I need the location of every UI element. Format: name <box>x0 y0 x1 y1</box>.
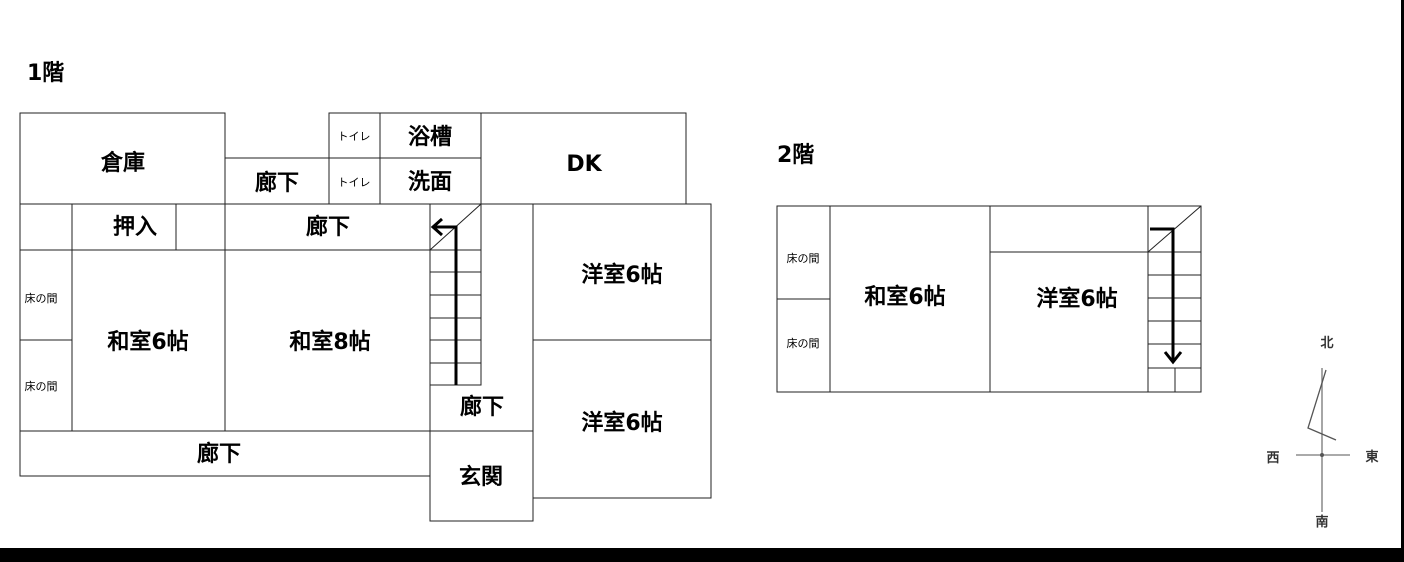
floor2-title: 2階 <box>777 143 814 168</box>
room-entrance <box>429 430 534 522</box>
room-closet-right <box>175 203 226 251</box>
label-toilet-upper: トイレ <box>338 130 371 143</box>
frame-bottom-border <box>0 548 1404 562</box>
room-yoshitsu-lower <box>532 339 712 499</box>
frame-right-border <box>1401 0 1404 562</box>
label-tokonoma-1: 床の間 <box>25 291 58 305</box>
compass-south: 南 <box>1315 514 1328 530</box>
label-bath: 浴槽 <box>408 125 452 150</box>
label-washitsu-8: 和室8帖 <box>289 329 370 355</box>
label-storage: 倉庫 <box>100 150 145 176</box>
label-closet: 押入 <box>113 214 157 240</box>
room-2f-closet <box>989 205 1149 253</box>
label-toilet-lower: トイレ <box>338 176 371 189</box>
label-washitsu-6: 和室6帖 <box>107 329 188 355</box>
compass-east: 東 <box>1365 449 1378 465</box>
compass <box>1296 368 1350 512</box>
stairs-arrow <box>433 225 458 385</box>
label-hall-stairs: 廊下 <box>460 394 504 420</box>
compass-center <box>1320 453 1324 457</box>
compass-needle <box>1307 369 1337 441</box>
staircase-2f <box>1147 205 1202 393</box>
floor1-title: 1階 <box>27 61 64 86</box>
compass-north: 北 <box>1320 336 1333 351</box>
staircase-1f <box>429 203 482 386</box>
compass-west: 西 <box>1266 451 1279 466</box>
label-yoshitsu-lower: 洋室6帖 <box>581 410 662 436</box>
label-tokonoma-2: 床の間 <box>25 379 58 393</box>
label-2f-tokonoma-1: 床の間 <box>787 251 820 265</box>
label-hall-top: 廊下 <box>255 170 299 196</box>
label-yoshitsu-upper: 洋室6帖 <box>581 262 662 288</box>
floor1-plan <box>19 112 712 522</box>
stairs-2f-arrowhead <box>1163 351 1183 365</box>
floor2-plan <box>776 205 1202 393</box>
label-washroom: 洗面 <box>408 170 452 195</box>
room-closet-left <box>19 203 73 251</box>
label-hall-bottom: 廊下 <box>197 441 241 467</box>
label-2f-yoshitsu: 洋室6帖 <box>1036 286 1117 312</box>
stairs-2f-arrow <box>1150 227 1175 362</box>
label-entrance: 玄関 <box>459 464 503 490</box>
stairs-arrowhead <box>430 217 443 237</box>
room-2f-yoshitsu <box>989 251 1149 393</box>
label-2f-washitsu: 和室6帖 <box>864 284 945 310</box>
label-2f-tokonoma-2: 床の間 <box>787 336 820 350</box>
label-hall-mid: 廊下 <box>306 214 350 240</box>
label-dk: DK <box>566 152 602 177</box>
